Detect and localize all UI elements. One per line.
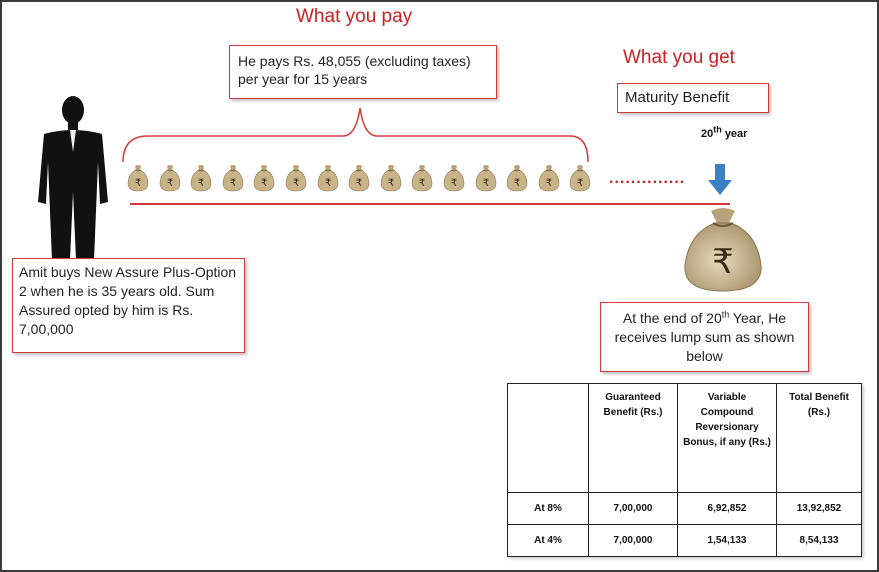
- what-you-get-heading: What you get: [623, 47, 735, 68]
- money-bag-icon: ₹: [443, 165, 465, 192]
- money-bag-icon: ₹: [570, 165, 591, 192]
- table-cell: 7,00,000: [588, 524, 678, 557]
- table-row: At 8% 7,00,000 6,92,852 13,92,852: [507, 492, 862, 525]
- maturity-benefit-label: Maturity Benefit: [625, 89, 730, 106]
- svg-text:₹: ₹: [451, 178, 457, 189]
- money-bag-icon: ₹: [380, 165, 402, 192]
- svg-text:₹: ₹: [577, 178, 583, 189]
- table-cell: At 4%: [507, 524, 589, 557]
- money-bag-icon: ₹: [222, 165, 244, 192]
- table-header-cell: Variable Compound Reversionary Bonus, if…: [677, 383, 777, 493]
- table-cell: 1,54,133: [677, 524, 777, 557]
- svg-text:₹: ₹: [166, 178, 172, 189]
- continuation-dots: ..............: [609, 170, 686, 187]
- table-header-cell: Total Benefit (Rs.): [776, 383, 862, 493]
- rupee-icon: ₹: [712, 242, 734, 282]
- amit-info-text: Amit buys New Assure Plus-Option 2 when …: [19, 264, 237, 337]
- maturity-money-bag-icon: ₹: [684, 208, 762, 292]
- money-bag-icon: ₹: [538, 165, 560, 192]
- table-cell: 13,92,852: [776, 492, 862, 525]
- timeline-line: [130, 203, 730, 205]
- payment-info-text: He pays Rs. 48,055 (excluding taxes) per…: [238, 53, 471, 87]
- down-arrow-icon: [708, 164, 732, 195]
- svg-text:₹: ₹: [230, 178, 236, 189]
- table-cell: 7,00,000: [588, 492, 678, 525]
- year-label: 20th year: [701, 125, 748, 140]
- table-cell: 6,92,852: [677, 492, 777, 525]
- money-bag-icon: ₹: [317, 165, 338, 192]
- receive-info-box: At the end of 20th Year, He receives lum…: [600, 302, 809, 372]
- svg-text:₹: ₹: [419, 178, 425, 189]
- svg-text:₹: ₹: [261, 178, 267, 189]
- svg-text:₹: ₹: [198, 178, 204, 189]
- money-bag-icon: ₹: [190, 165, 212, 192]
- what-you-pay-heading: What you pay: [296, 6, 413, 27]
- year-number: 20: [701, 128, 714, 140]
- money-bag-icon: ₹: [159, 165, 180, 192]
- payment-brace: [122, 107, 589, 163]
- table-header-cell: [507, 383, 589, 493]
- amit-info-box: Amit buys New Assure Plus-Option 2 when …: [12, 258, 245, 353]
- money-bag-icon: ₹: [127, 165, 149, 192]
- svg-text:₹: ₹: [482, 178, 488, 189]
- svg-text:₹: ₹: [388, 178, 394, 189]
- businessman-icon: [38, 96, 108, 260]
- year-word: year: [724, 128, 748, 140]
- table-header-row: Guaranteed Benefit (Rs.) Variable Compou…: [507, 383, 862, 493]
- svg-text:₹: ₹: [356, 178, 362, 189]
- svg-text:₹: ₹: [546, 178, 552, 189]
- svg-text:₹: ₹: [324, 178, 330, 189]
- receive-text-part1: At the end of 20: [622, 310, 722, 326]
- money-bag-icon: ₹: [254, 165, 275, 192]
- table-row: At 4% 7,00,000 1,54,133 8,54,133: [507, 524, 862, 557]
- money-bag-icon: ₹: [506, 165, 528, 192]
- table-header-cell: Guaranteed Benefit (Rs.): [588, 383, 678, 493]
- money-bag-icon: ₹: [412, 165, 433, 192]
- money-bag-icon: ₹: [348, 165, 370, 192]
- money-bag-icon: ₹: [285, 165, 307, 192]
- money-bag-icon: ₹: [475, 165, 496, 192]
- svg-text:₹: ₹: [293, 178, 299, 189]
- maturity-benefit-box: Maturity Benefit: [617, 83, 769, 113]
- benefit-table: Guaranteed Benefit (Rs.) Variable Compou…: [507, 383, 862, 557]
- year-suffix: th: [713, 124, 722, 135]
- receive-text-part2: Year, He receives lump sum as shown belo…: [614, 310, 795, 364]
- table-cell: At 8%: [507, 492, 589, 525]
- table-cell: 8,54,133: [776, 524, 862, 557]
- svg-text:₹: ₹: [514, 178, 520, 189]
- svg-text:₹: ₹: [135, 178, 141, 189]
- receive-text-sup: th: [721, 309, 730, 320]
- payment-info-box: He pays Rs. 48,055 (excluding taxes) per…: [229, 45, 497, 99]
